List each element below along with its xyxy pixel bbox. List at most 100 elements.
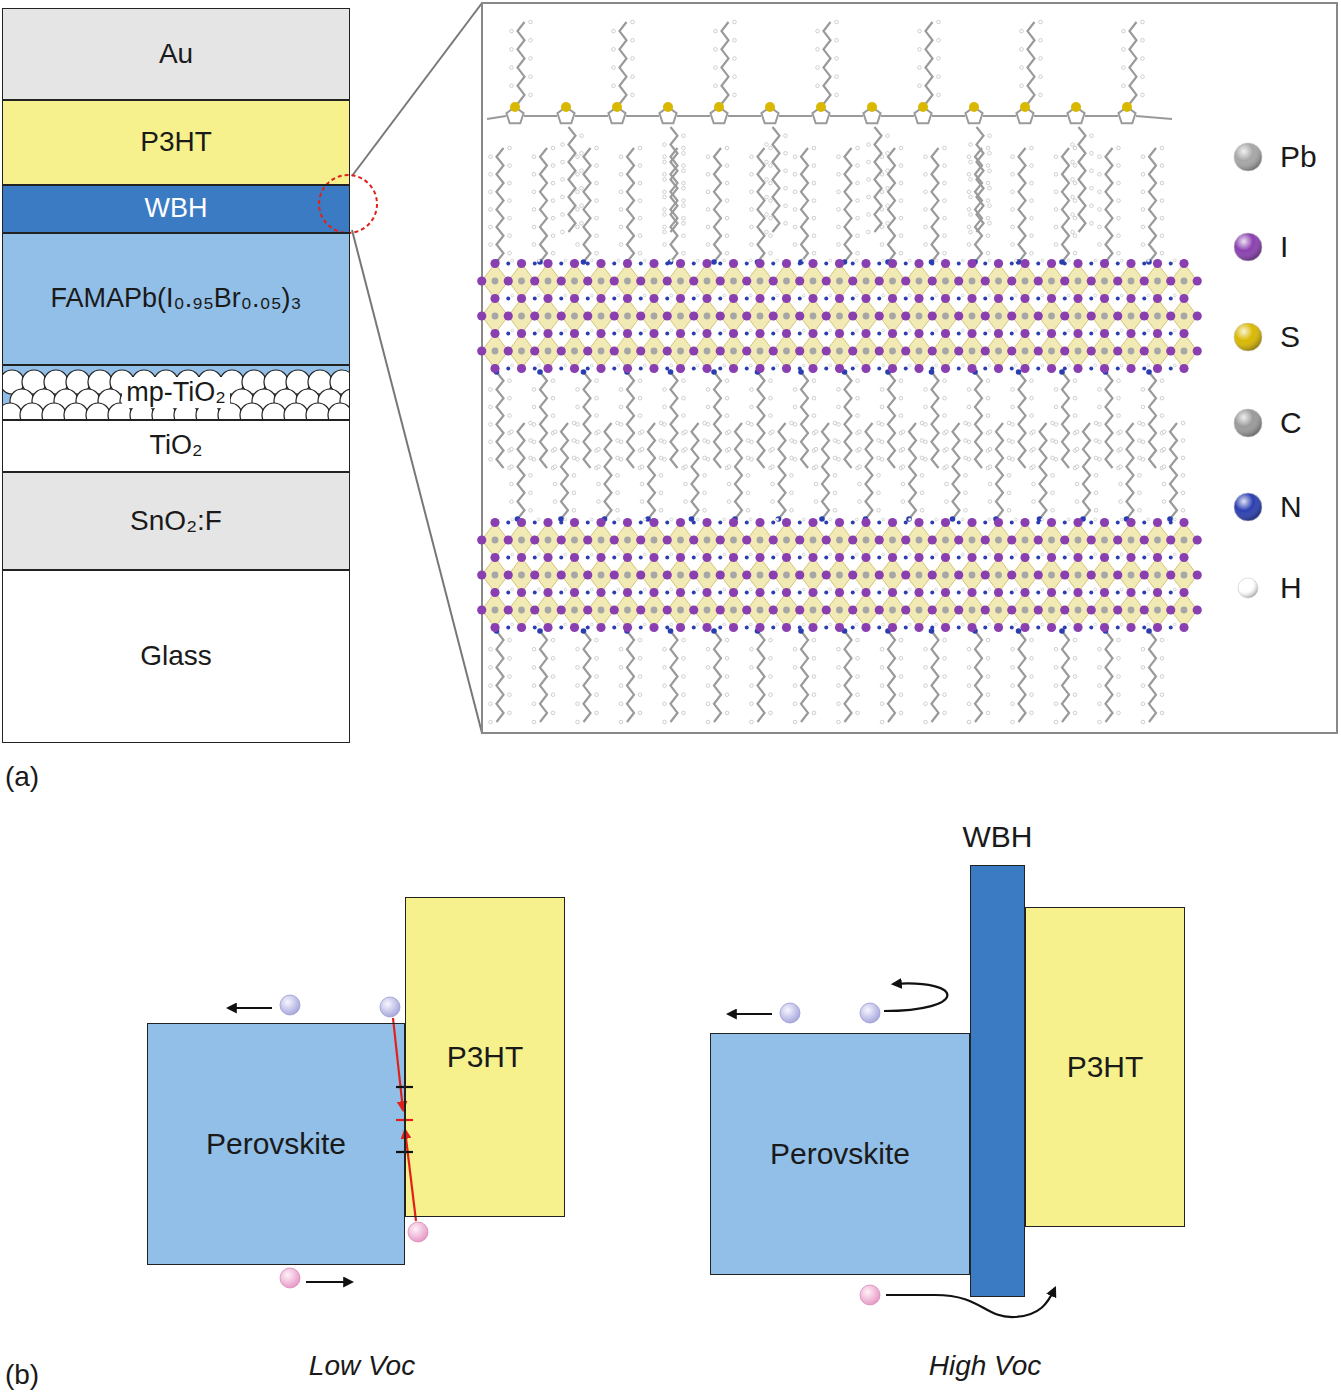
lead-atom: [889, 278, 896, 285]
hydrogen-atom: [1122, 29, 1126, 33]
iodine-atom: [623, 329, 632, 338]
lead-atom: [942, 278, 949, 285]
hydrogen-atom: [553, 430, 557, 434]
lead-atom: [1154, 278, 1161, 285]
hydrogen-atom: [899, 396, 903, 400]
hydrogen-atom: [1032, 500, 1036, 504]
hydrogen-atom: [793, 684, 797, 688]
hydrogen-atom: [663, 647, 667, 651]
iodine-atom: [676, 329, 685, 338]
hydrogen-atom: [746, 439, 750, 443]
nitrogen-atom: [612, 332, 616, 336]
nitrogen-atom: [824, 297, 828, 301]
lead-atom: [730, 278, 737, 285]
hydrogen-atom: [988, 294, 991, 297]
hydrogen-atom: [837, 173, 841, 177]
nitrogen-atom: [877, 591, 881, 595]
iodine-atom: [1073, 364, 1082, 373]
hydrogen-atom: [1162, 447, 1166, 451]
iodine-atom: [808, 553, 817, 562]
nitrogen-atom: [877, 332, 881, 336]
nitrogen-atom: [983, 626, 987, 630]
nitrogen-atom: [665, 556, 669, 560]
nitrogen-atom: [745, 521, 749, 525]
hydrogen-atom: [508, 396, 512, 400]
hydrogen-atom: [945, 500, 949, 504]
hydrogen-atom: [793, 647, 797, 651]
iodine-atom: [1020, 364, 1029, 373]
hydrogen-atom: [696, 294, 699, 297]
hydrogen-atom: [835, 57, 839, 61]
hydrogen-atom: [837, 720, 841, 724]
hydrogen-atom: [617, 294, 620, 297]
nitrogen-atom: [537, 628, 543, 634]
nitrogen-atom: [533, 626, 537, 630]
nitrogen-atom: [506, 297, 510, 301]
hydrogen-atom: [816, 29, 820, 33]
hydrogen-atom: [858, 465, 862, 469]
hydrogen-atom: [617, 588, 620, 591]
lead-atom: [730, 348, 737, 355]
hydrogen-atom: [511, 518, 514, 521]
iodine-atom: [1179, 294, 1188, 303]
nitrogen-atom: [877, 367, 881, 371]
lead-atom: [545, 313, 552, 320]
hydrogen-atom: [793, 388, 797, 392]
hydrogen-atom: [1160, 711, 1164, 715]
hydrogen-atom: [1141, 225, 1145, 229]
alkyl-chain: [996, 423, 1003, 519]
hydrogen-atom: [988, 553, 991, 556]
hydrogen-atom: [1160, 199, 1164, 203]
nitrogen-atom: [851, 626, 855, 630]
iodine-atom: [1087, 311, 1096, 320]
hydrogen-atom: [638, 711, 642, 715]
hydrogen-atom: [1054, 647, 1058, 651]
hydrogen-atom: [1030, 216, 1034, 220]
lead-atom: [677, 313, 684, 320]
alkyl-chain: [540, 372, 547, 468]
hydrogen-atom: [837, 225, 841, 229]
iodine-atom: [557, 535, 566, 544]
iodine-atom: [1047, 259, 1056, 268]
iodine-atom: [1193, 346, 1202, 355]
hydrogen-atom: [1117, 638, 1121, 642]
nitrogen-atom: [1036, 591, 1040, 595]
hydrogen-atom: [829, 329, 832, 332]
hydrogen-atom: [1117, 146, 1121, 150]
iodine-atom: [596, 329, 605, 338]
hydrogen-atom: [749, 259, 752, 262]
lead-atom: [783, 313, 790, 320]
hydrogen-atom: [510, 430, 514, 434]
sulfur-atom: [969, 102, 979, 112]
hydrogen-atom: [1119, 500, 1123, 504]
hydrogen-atom: [1073, 379, 1077, 383]
hydrogen-atom: [1020, 48, 1024, 52]
hydrogen-atom: [1138, 439, 1142, 443]
hydrogen-atom: [1054, 720, 1058, 724]
hydrogen-atom: [1117, 414, 1121, 418]
nitrogen-atom: [1089, 332, 1093, 336]
hydrogen-atom: [696, 588, 699, 591]
hydrogen-atom: [1032, 430, 1036, 434]
hydrogen-atom: [899, 414, 903, 418]
nitrogen-atom: [665, 332, 669, 336]
hydrogen-atom: [771, 482, 775, 486]
hydrogen-atom: [1073, 146, 1077, 150]
nitrogen-atom: [581, 628, 587, 634]
hydrogen-atom: [1094, 553, 1097, 556]
hydrogen-atom: [1117, 675, 1121, 679]
hydrogen-atom: [1007, 456, 1011, 460]
hydrogen-atom: [684, 465, 688, 469]
iodine-atom: [702, 553, 711, 562]
hydrogen-atom: [725, 675, 729, 679]
nitrogen-atom: [771, 556, 775, 560]
hydrogen-atom: [790, 508, 794, 512]
iodine-atom: [875, 311, 884, 320]
lead-atom: [1075, 348, 1082, 355]
nitrogen-atom: [771, 521, 775, 525]
nitrogen-atom: [983, 297, 987, 301]
iodine-atom: [504, 346, 513, 355]
hydrogen-atom: [855, 259, 858, 262]
hydrogen-atom: [1090, 169, 1094, 173]
hydrogen-atom: [1173, 259, 1176, 262]
